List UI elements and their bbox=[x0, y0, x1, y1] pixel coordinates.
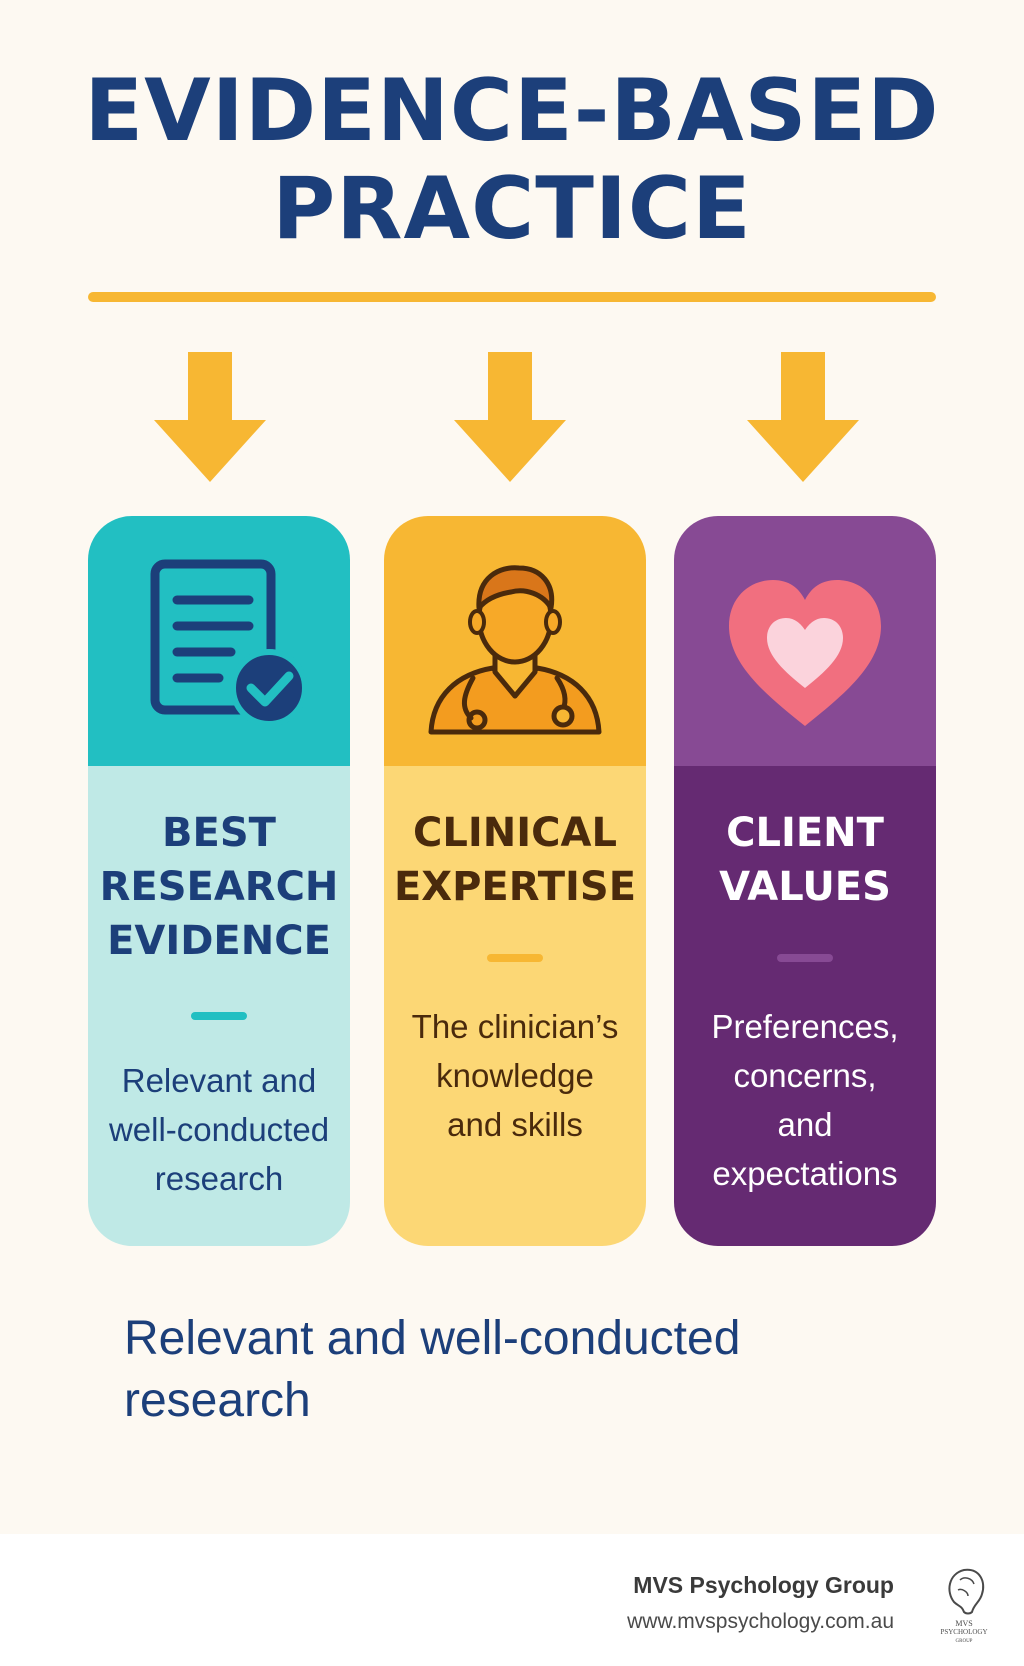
pillar-heading: CLIENT VALUES bbox=[674, 806, 936, 914]
pillar-card-body bbox=[674, 766, 936, 1246]
arrow-down-icon bbox=[450, 352, 570, 487]
pillar-heading-line: VALUES bbox=[719, 864, 891, 910]
pillar-description-line: well-conducted bbox=[108, 1111, 330, 1148]
pillar-heading-line: CLINICAL bbox=[413, 810, 617, 856]
pillar-description-line: expectations bbox=[712, 1155, 898, 1192]
arrow-down-icon bbox=[743, 352, 863, 487]
pillar-description-line: and bbox=[777, 1106, 833, 1143]
pillar-divider bbox=[777, 954, 833, 962]
pillar-card-header bbox=[384, 516, 646, 766]
title-divider bbox=[88, 292, 936, 302]
footer: MVS Psychology Group www.mvspsychology.c… bbox=[0, 1534, 1024, 1666]
pillar-description-line: research bbox=[154, 1160, 284, 1197]
svg-text:GROUP: GROUP bbox=[956, 1639, 973, 1644]
title-line-2: PRACTICE bbox=[272, 159, 752, 259]
pillar-description-line: Relevant and bbox=[121, 1062, 317, 1099]
pillar-card-body bbox=[384, 766, 646, 1246]
arrow-down-icon bbox=[150, 352, 270, 487]
pillar-description-line: The clinician’s bbox=[411, 1008, 619, 1045]
pillar-card-body bbox=[88, 766, 350, 1246]
pillar-heading-line: EVIDENCE bbox=[107, 918, 331, 964]
pillar-card-header bbox=[88, 516, 350, 766]
heart-icon bbox=[705, 556, 905, 736]
brand-name: MVS Psychology Group bbox=[633, 1572, 894, 1598]
pillar-heading-line: CLIENT bbox=[726, 810, 884, 856]
pillar-description-line: and skills bbox=[447, 1106, 583, 1143]
pillar-description-line: concerns, bbox=[733, 1057, 877, 1094]
pillar-heading-line: BEST bbox=[162, 810, 276, 856]
page-title: EVIDENCE-BASED PRACTICE bbox=[0, 62, 1024, 258]
svg-text:PSYCHOLOGY: PSYCHOLOGY bbox=[940, 1628, 987, 1636]
pillar-description: Relevant and well-conducted research bbox=[94, 1056, 344, 1203]
svg-text:MVS: MVS bbox=[955, 1619, 972, 1628]
document-check-icon bbox=[119, 556, 319, 736]
pillar-heading: CLINICAL EXPERTISE bbox=[384, 806, 646, 914]
pillar-card-header bbox=[674, 516, 936, 766]
pillar-card-values: CLIENT VALUES Preferences, concerns, and… bbox=[674, 516, 936, 1246]
brand-logo: MVS PSYCHOLOGY GROUP bbox=[928, 1562, 1000, 1646]
pillar-card-research: BEST RESEARCH EVIDENCE Relevant and well… bbox=[88, 516, 350, 1246]
pillar-card-expertise: CLINICAL EXPERTISE The clinician’s knowl… bbox=[384, 516, 646, 1246]
caption-text: Relevant and well-conducted research bbox=[124, 1312, 741, 1427]
clinician-icon bbox=[415, 556, 615, 736]
pillar-description: Preferences, concerns, and expectations bbox=[680, 1002, 930, 1198]
pillar-heading: BEST RESEARCH EVIDENCE bbox=[88, 806, 350, 968]
pillar-divider bbox=[487, 954, 543, 962]
pillar-divider bbox=[191, 1012, 247, 1020]
pillar-description: The clinician’s knowledge and skills bbox=[390, 1002, 640, 1149]
pillar-description-line: Preferences, bbox=[711, 1008, 899, 1045]
brand-url[interactable]: www.mvspsychology.com.au bbox=[627, 1610, 894, 1633]
pillar-heading-line: RESEARCH bbox=[99, 864, 339, 910]
pillar-heading-line: EXPERTISE bbox=[393, 864, 637, 910]
pillar-description-line: knowledge bbox=[436, 1057, 594, 1094]
title-line-1: EVIDENCE-BASED bbox=[84, 61, 940, 161]
